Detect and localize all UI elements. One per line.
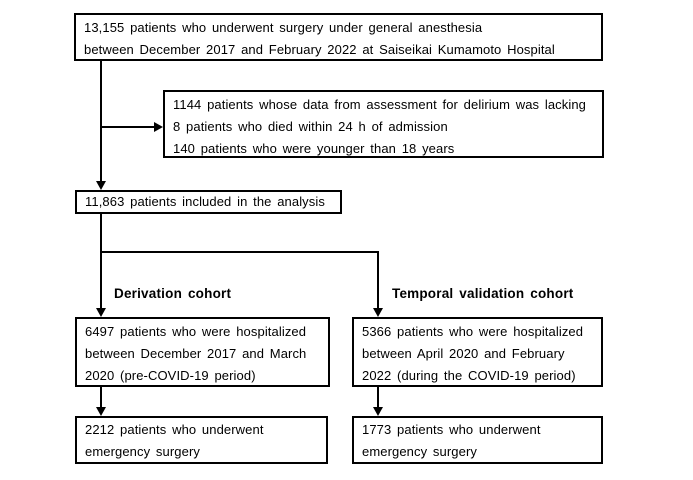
connector-branch-horizontal: [100, 251, 379, 253]
connector-validation-to-emergency-line: [377, 387, 379, 407]
box-exclusions: 1144 patients whose data from assessment…: [163, 90, 604, 158]
validation-emergency-line-1: 1773 patients who underwent: [362, 422, 541, 437]
connector-derivation-to-emergency-line: [100, 387, 102, 407]
arrow-right-into-exclusions: [154, 122, 163, 132]
validation-line-2: between April 2020 and February: [362, 346, 565, 361]
exclusions-line-3: 140 patients who were younger than 18 ye…: [173, 141, 455, 156]
derivation-emergency-line-1: 2212 patients who underwent: [85, 422, 264, 437]
enrollment-line-2: between December 2017 and February 2022 …: [84, 42, 555, 57]
derivation-line-2: between December 2017 and March: [85, 346, 307, 361]
arrow-down-into-derivation-emergency: [96, 407, 106, 416]
validation-line-1: 5366 patients who were hospitalized: [362, 324, 584, 339]
box-derivation-emergency: 2212 patients who underwent emergency su…: [75, 416, 328, 464]
connector-to-exclusions-line: [101, 126, 154, 128]
validation-line-3: 2022 (during the COVID-19 period): [362, 368, 576, 383]
box-derivation-cohort: 6497 patients who were hospitalized betw…: [75, 317, 330, 387]
arrow-down-into-validation-emergency: [373, 407, 383, 416]
label-derivation-cohort: Derivation cohort: [114, 286, 232, 301]
box-validation-emergency: 1773 patients who underwent emergency su…: [352, 416, 603, 464]
box-validation-cohort: 5366 patients who were hospitalized betw…: [352, 317, 603, 387]
derivation-line-3: 2020 (pre-COVID-19 period): [85, 368, 256, 383]
validation-emergency-line-2: emergency surgery: [362, 444, 477, 459]
exclusions-line-2: 8 patients who died within 24 h of admis…: [173, 119, 448, 134]
derivation-emergency-line-2: emergency surgery: [85, 444, 200, 459]
connector-enrollment-to-included-line: [100, 61, 102, 181]
label-temporal-validation-cohort: Temporal validation cohort: [392, 286, 574, 301]
derivation-line-1: 6497 patients who were hospitalized: [85, 324, 307, 339]
arrow-down-into-derivation: [96, 308, 106, 317]
included-line-1: 11,863 patients included in the analysis: [85, 194, 325, 209]
connector-branch-to-validation-line: [377, 251, 379, 308]
exclusions-line-1: 1144 patients whose data from assessment…: [173, 97, 587, 112]
box-included: 11,863 patients included in the analysis: [75, 190, 342, 214]
box-enrollment: 13,155 patients who underwent surgery un…: [74, 13, 603, 61]
connector-included-to-derivation-line: [100, 214, 102, 308]
arrow-down-into-included: [96, 181, 106, 190]
enrollment-line-1: 13,155 patients who underwent surgery un…: [84, 20, 483, 35]
arrow-down-into-validation: [373, 308, 383, 317]
